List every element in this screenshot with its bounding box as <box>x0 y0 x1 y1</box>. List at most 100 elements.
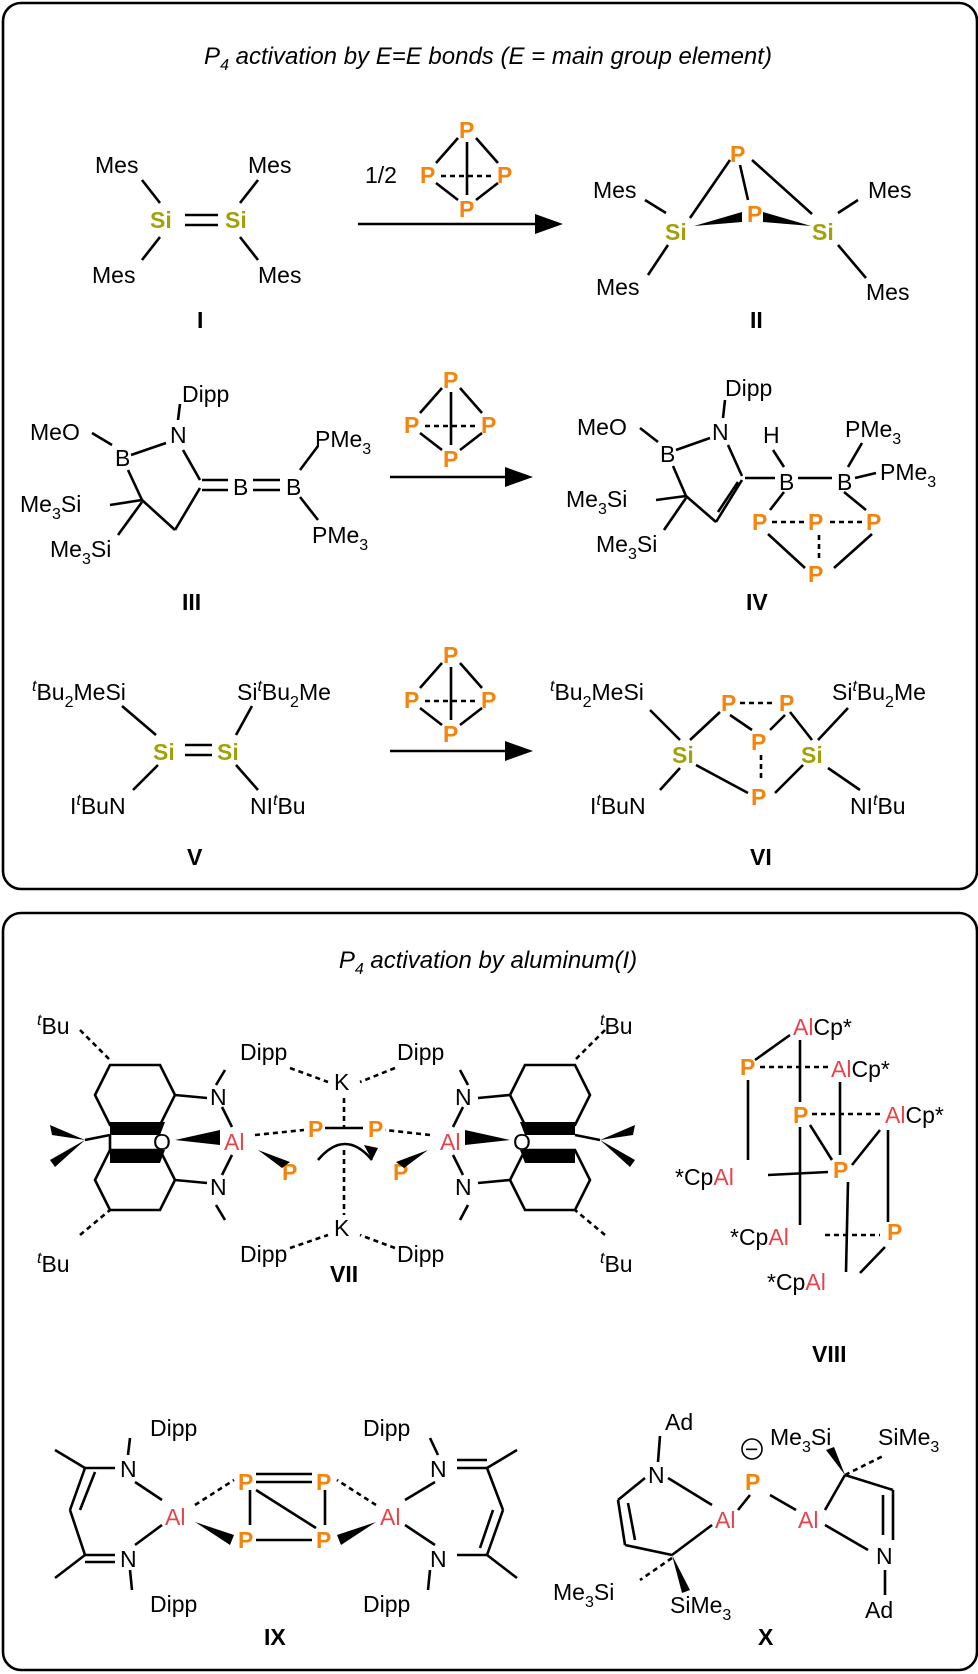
svg-text:SiMe3: SiMe3 <box>878 1424 939 1456</box>
svg-text:N: N <box>120 1546 137 1572</box>
svg-text:Mes: Mes <box>248 152 291 178</box>
compound-IV: Dipp MeO B N H B B PMe3 PMe3 Me3Si Me3Si… <box>566 375 936 615</box>
svg-text:P: P <box>808 509 823 535</box>
svg-text:N: N <box>210 1084 227 1110</box>
svg-text:Me3Si: Me3Si <box>553 1579 614 1611</box>
svg-text:P: P <box>866 509 881 535</box>
svg-text:tBu2MeSi: tBu2MeSi <box>550 678 644 711</box>
svg-text:N: N <box>210 1174 227 1200</box>
svg-text:P: P <box>747 201 762 227</box>
svg-text:P: P <box>238 1527 253 1553</box>
svg-text:*CpAl: *CpAl <box>767 1269 826 1295</box>
bottom-panel-frame <box>1 911 978 1672</box>
svg-text:P: P <box>316 1527 331 1553</box>
svg-text:Dipp: Dipp <box>363 1415 410 1441</box>
svg-text:Dipp: Dipp <box>397 1241 444 1267</box>
svg-text:P: P <box>308 1116 323 1142</box>
svg-text:AlCp*: AlCp* <box>885 1102 944 1128</box>
svg-text:Al: Al <box>440 1129 460 1155</box>
svg-text:SitBu2Me: SitBu2Me <box>832 678 926 711</box>
svg-text:P: P <box>833 1157 848 1183</box>
svg-text:Dipp: Dipp <box>363 1591 410 1617</box>
label-VI: VI <box>750 844 772 870</box>
compound-I: Mes Mes Mes Mes Si Si I <box>92 152 301 333</box>
svg-text:tBu2MeSi: tBu2MeSi <box>32 678 126 711</box>
label-IX: IX <box>264 1624 286 1650</box>
svg-text:Mes: Mes <box>866 279 909 305</box>
svg-text:Mes: Mes <box>868 177 911 203</box>
svg-text:MeO: MeO <box>30 419 80 445</box>
svg-text:Dipp: Dipp <box>240 1241 287 1267</box>
label-VII: VII <box>330 1261 358 1287</box>
svg-text:Mes: Mes <box>95 152 138 178</box>
svg-text:P: P <box>751 729 766 755</box>
svg-text:B: B <box>660 441 675 467</box>
svg-text:Si: Si <box>665 219 687 245</box>
svg-text:Al: Al <box>715 1507 735 1533</box>
svg-text:SiMe3: SiMe3 <box>670 1592 731 1624</box>
bottom-panel-title: P4 activation by aluminum(I) <box>339 947 637 978</box>
svg-text:P: P <box>497 162 512 188</box>
svg-text:P: P <box>238 1469 253 1495</box>
svg-text:Ad: Ad <box>665 1409 693 1435</box>
svg-text:Mes: Mes <box>258 262 301 288</box>
svg-text:P: P <box>316 1469 331 1495</box>
p4-tetrahedron-2: P P P P <box>404 367 496 472</box>
svg-text:P: P <box>887 1219 902 1245</box>
p4-tetrahedron-1: P P P P <box>420 117 512 222</box>
svg-text:P: P <box>745 1469 760 1495</box>
svg-text:Si: Si <box>801 742 823 768</box>
svg-text:N: N <box>120 1456 137 1482</box>
svg-text:P: P <box>752 509 767 535</box>
svg-text:MeO: MeO <box>577 414 627 440</box>
label-VIII: VIII <box>812 1341 847 1367</box>
p4-tetrahedron-3: P P P P <box>404 642 496 747</box>
compound-II: P P Si Si Mes Mes Mes Mes II <box>593 141 911 333</box>
svg-text:P: P <box>481 412 496 438</box>
svg-text:P: P <box>721 690 736 716</box>
svg-text:AlCp*: AlCp* <box>831 1056 890 1082</box>
svg-text:P: P <box>751 784 766 810</box>
svg-text:PMe3: PMe3 <box>315 426 371 458</box>
svg-text:Dipp: Dipp <box>725 375 772 401</box>
svg-text:Si: Si <box>150 207 172 233</box>
svg-text:Mes: Mes <box>92 262 135 288</box>
label-III: III <box>182 589 201 615</box>
svg-text:N: N <box>430 1546 447 1572</box>
svg-text:PMe3: PMe3 <box>845 416 901 448</box>
svg-text:N: N <box>648 1462 665 1488</box>
reaction-arrow-1: 1/2 P P P P <box>358 117 563 234</box>
svg-text:P: P <box>404 687 419 713</box>
svg-text:P: P <box>443 721 458 747</box>
svg-text:tBu: tBu <box>600 1250 633 1277</box>
svg-text:Ad: Ad <box>865 1597 893 1623</box>
compound-VI: tBu2MeSi SitBu2Me Si Si P P P P ItBuN NI… <box>550 678 926 870</box>
svg-text:P: P <box>282 1159 297 1185</box>
svg-text:Dipp: Dipp <box>397 1039 444 1065</box>
svg-text:N: N <box>876 1543 893 1569</box>
compound-V: tBu2MeSi SitBu2Me Si Si ItBuN NItBu V <box>32 678 331 870</box>
svg-text:B: B <box>779 469 794 495</box>
svg-text:tBu: tBu <box>600 1012 633 1039</box>
svg-text:Si: Si <box>217 739 239 765</box>
svg-text:Dipp: Dipp <box>240 1039 287 1065</box>
label-X: X <box>758 1624 774 1650</box>
svg-text:O: O <box>513 1129 531 1155</box>
svg-text:N: N <box>712 419 729 445</box>
svg-text:P: P <box>740 1054 755 1080</box>
svg-text:P: P <box>420 162 435 188</box>
svg-text:P: P <box>443 367 458 393</box>
reaction-arrow-3: P P P P <box>390 642 533 761</box>
svg-text:1/2: 1/2 <box>365 162 397 188</box>
svg-text:ItBuN: ItBuN <box>70 792 126 819</box>
svg-text:P: P <box>730 141 745 167</box>
svg-text:NItBu: NItBu <box>250 792 306 819</box>
svg-text:K: K <box>334 1069 350 1095</box>
compound-VII: tBu O tBu tBu O tBu Dipp Dipp N N K Al A… <box>37 1012 635 1287</box>
svg-text:Mes: Mes <box>593 177 636 203</box>
svg-text:Me3Si: Me3Si <box>596 531 657 563</box>
svg-text:tBu: tBu <box>37 1012 70 1039</box>
svg-text:O: O <box>153 1129 171 1155</box>
svg-text:tBu: tBu <box>37 1250 70 1277</box>
